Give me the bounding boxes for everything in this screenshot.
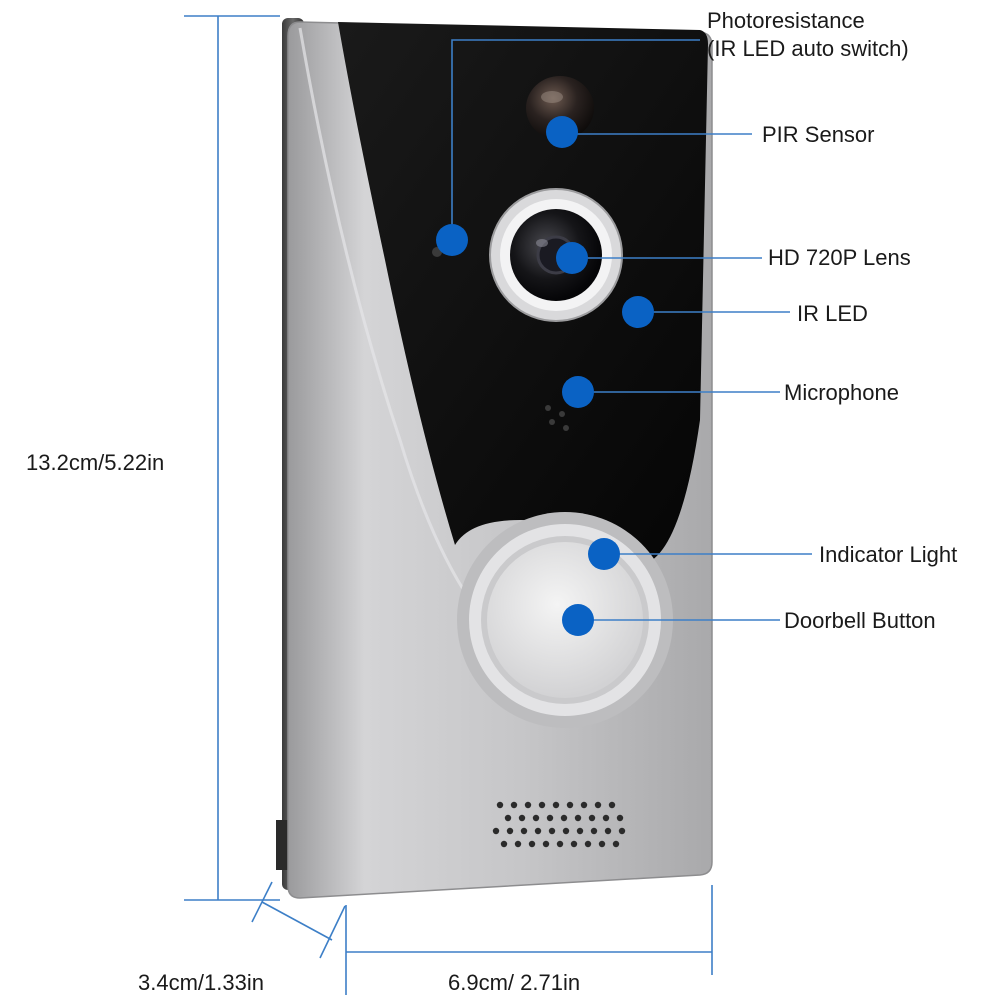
- label-indicator-light: Indicator Light: [819, 542, 957, 567]
- grille-hole: [594, 801, 602, 809]
- camera-lens-assembly: [489, 188, 623, 322]
- grille-hole: [556, 840, 564, 848]
- dim-depth-label: 3.4cm/1.33in: [138, 970, 264, 995]
- dim-height-label: 13.2cm/5.22in: [26, 450, 164, 475]
- grille-hole: [542, 840, 550, 848]
- grille-hole: [612, 840, 620, 848]
- label-lens: HD 720P Lens: [768, 245, 911, 270]
- callout-dot-photoresistance: [436, 224, 468, 256]
- grille-hole: [562, 827, 570, 835]
- grille-hole: [566, 801, 574, 809]
- face-trim: [298, 27, 472, 601]
- callout-dots: [436, 116, 654, 636]
- grille-hole: [580, 801, 588, 809]
- dimension-lines: [184, 15, 713, 995]
- grille-hole: [576, 827, 584, 835]
- grille-hole: [510, 801, 518, 809]
- grille-hole: [500, 840, 508, 848]
- callout-dot-doorbell: [562, 604, 594, 636]
- pir-sensor-dome: [526, 76, 594, 140]
- dim-depth-line: [261, 901, 333, 941]
- grille-hole: [604, 827, 612, 835]
- grille-hole: [506, 827, 514, 835]
- grille-hole: [524, 801, 532, 809]
- dim-depth-tick-b: [319, 905, 346, 959]
- grille-hole: [598, 840, 606, 848]
- grille-hole: [560, 814, 568, 822]
- grille-hole: [528, 840, 536, 848]
- label-photoresistance-line1: Photoresistance: [707, 8, 865, 33]
- grille-hole: [570, 840, 578, 848]
- callout-dot-indicator: [588, 538, 620, 570]
- grille-hole: [608, 801, 616, 809]
- callout-dot-pir: [546, 116, 578, 148]
- grille-hole: [534, 827, 542, 835]
- grille-hole: [618, 827, 626, 835]
- grille-hole: [584, 840, 592, 848]
- grille-hole: [518, 814, 526, 822]
- label-pir-sensor: PIR Sensor: [762, 122, 875, 147]
- grille-hole: [590, 827, 598, 835]
- speaker-grille: [492, 801, 626, 848]
- callout-dot-ir-led: [622, 296, 654, 328]
- grille-hole: [616, 814, 624, 822]
- grille-hole: [546, 814, 554, 822]
- grille-hole: [552, 801, 560, 809]
- grille-hole: [532, 814, 540, 822]
- callout-dot-microphone: [562, 376, 594, 408]
- grille-hole: [496, 801, 504, 809]
- grille-hole: [504, 814, 512, 822]
- label-ir-led: IR LED: [797, 301, 868, 326]
- grille-hole: [548, 827, 556, 835]
- label-microphone: Microphone: [784, 380, 899, 405]
- callout-lines: [451, 39, 812, 621]
- label-doorbell-button: Doorbell Button: [784, 608, 936, 633]
- grille-hole: [492, 827, 500, 835]
- microphone-holes: [545, 405, 569, 431]
- callout-dot-lens: [556, 242, 588, 274]
- grille-hole: [588, 814, 596, 822]
- grille-hole: [514, 840, 522, 848]
- label-photoresistance-line2: (IR LED auto switch): [707, 36, 909, 61]
- dim-width-label: 6.9cm/ 2.71in: [448, 970, 580, 995]
- grille-hole: [602, 814, 610, 822]
- grille-hole: [574, 814, 582, 822]
- grille-hole: [520, 827, 528, 835]
- callout-line-photoresistance: [451, 39, 700, 238]
- grille-hole: [538, 801, 546, 809]
